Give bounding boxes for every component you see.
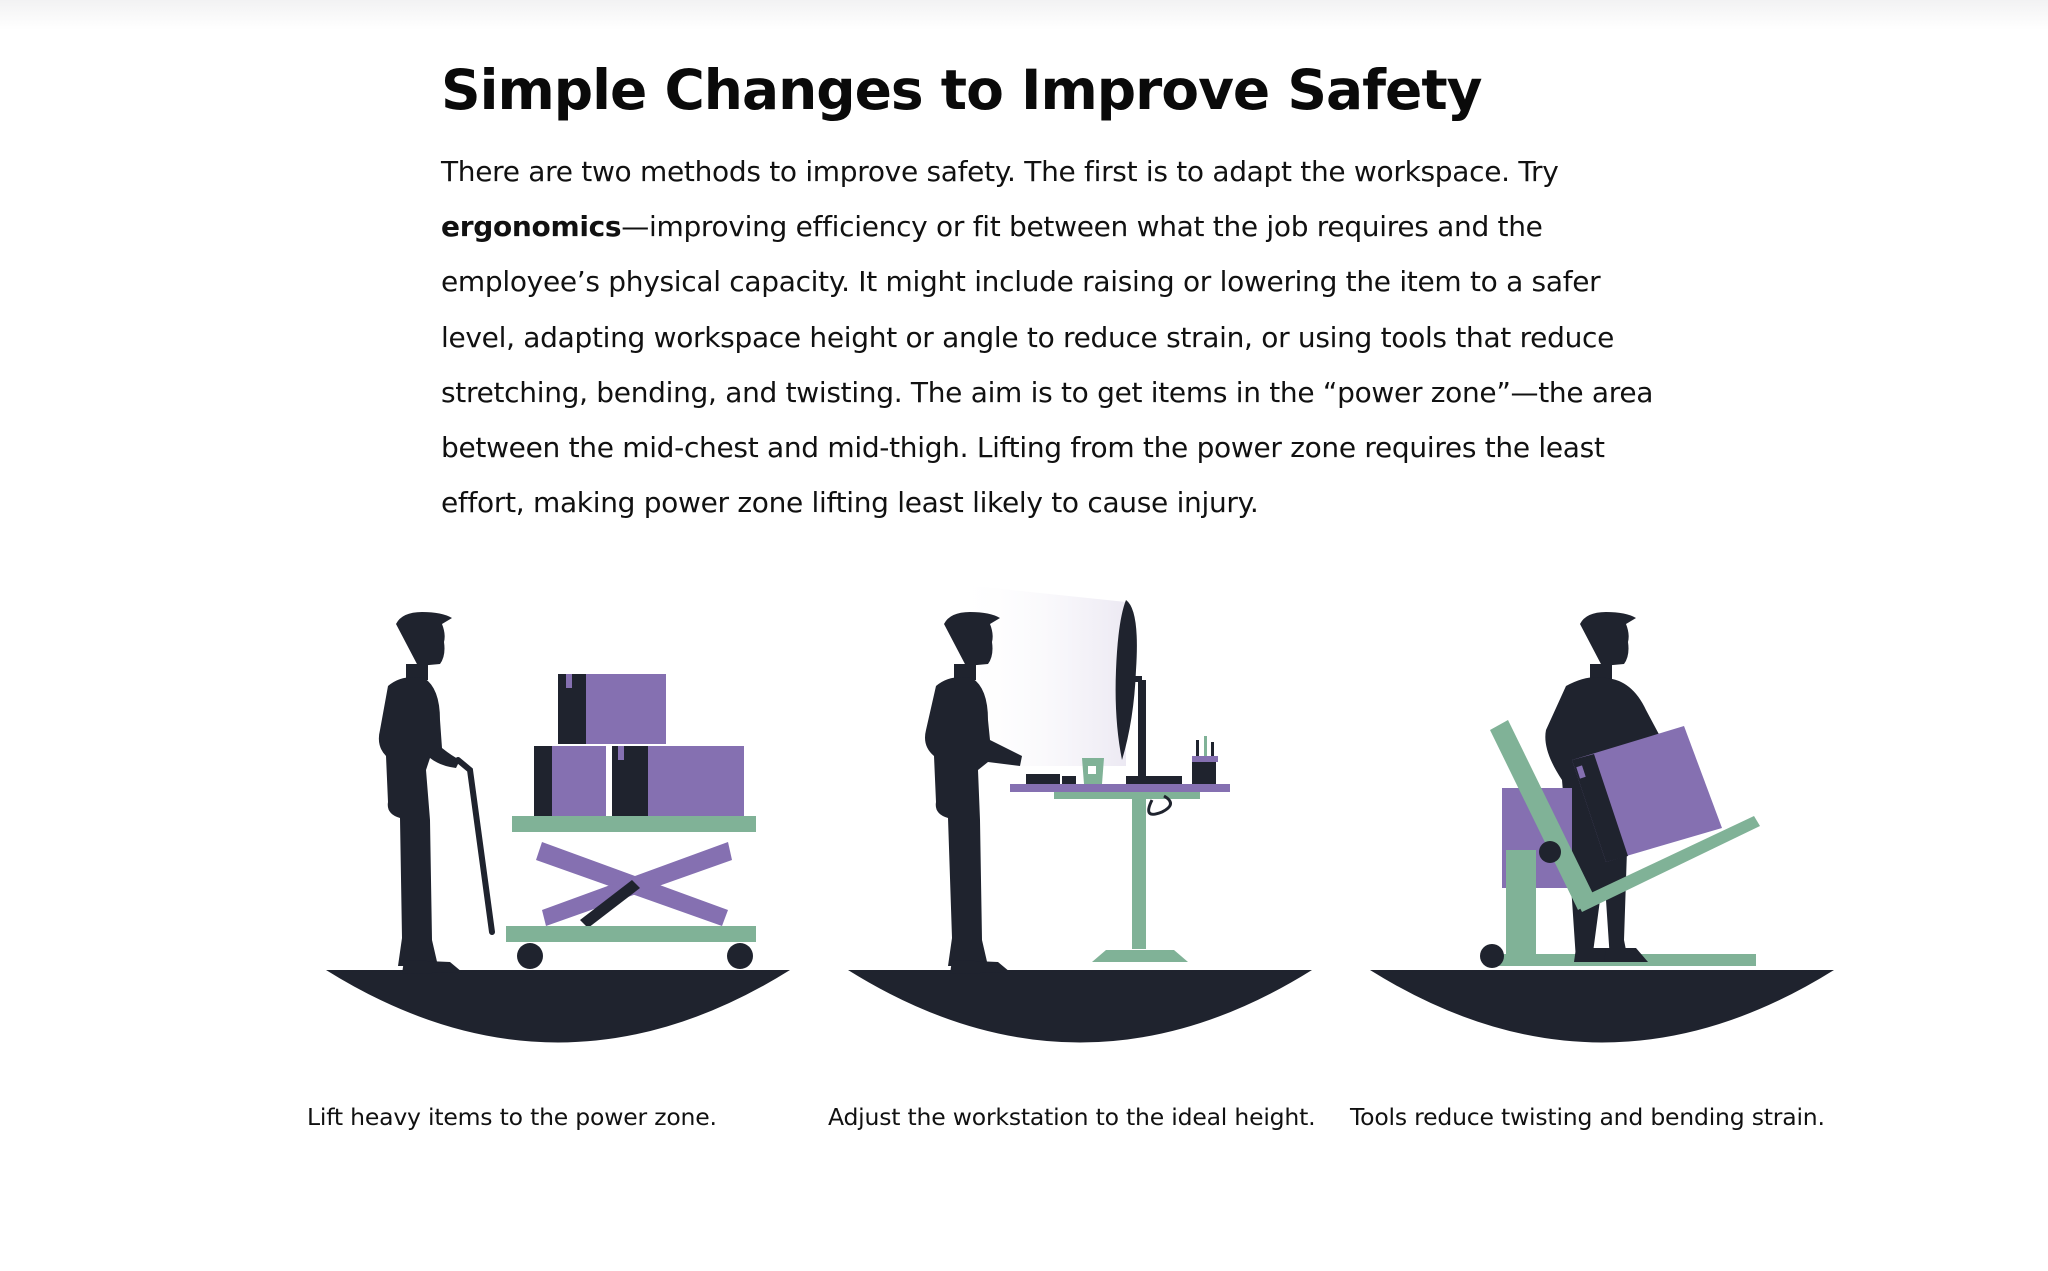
scissor-lift-cart bbox=[506, 816, 756, 969]
ground-mound bbox=[1370, 970, 1834, 1043]
hand-truck-illustration bbox=[1370, 612, 1834, 1043]
worker-silhouette bbox=[378, 612, 462, 974]
standing-desk-illustration bbox=[848, 584, 1312, 1043]
standing-desk bbox=[1010, 784, 1230, 962]
truck-axle bbox=[1539, 841, 1561, 863]
worker-silhouette bbox=[925, 612, 1022, 974]
figure-lift-cart bbox=[322, 570, 802, 1060]
paragraph-intro-text: There are two methods to improve safety.… bbox=[441, 155, 1559, 188]
monitor bbox=[1115, 600, 1182, 784]
pen-holder bbox=[1192, 736, 1218, 784]
intro-paragraph: There are two methods to improve safety.… bbox=[441, 144, 1681, 530]
keyboard bbox=[1026, 774, 1060, 784]
article: Simple Changes to Improve Safety There a… bbox=[441, 52, 1681, 530]
paragraph-body-text: —improving efficiency or fit between wha… bbox=[441, 210, 1654, 520]
page-title: Simple Changes to Improve Safety bbox=[441, 58, 1482, 122]
ground-mound bbox=[326, 970, 790, 1043]
mouse bbox=[1062, 776, 1076, 784]
caption-lift: Lift heavy items to the power zone. bbox=[307, 1103, 717, 1131]
ground-mound bbox=[848, 970, 1312, 1043]
right-shoe bbox=[1604, 948, 1648, 962]
truck-wheel bbox=[1480, 944, 1504, 968]
caption-workstation: Adjust the workstation to the ideal heig… bbox=[828, 1103, 1316, 1131]
held-box bbox=[1572, 726, 1722, 862]
figure-hand-truck bbox=[1366, 570, 1846, 1060]
stacked-boxes bbox=[534, 674, 744, 816]
figure-standing-desk bbox=[844, 570, 1324, 1060]
ergonomics-term: ergonomics bbox=[441, 210, 622, 244]
screen-glow bbox=[954, 584, 1126, 766]
top-fade bbox=[0, 0, 2048, 30]
lift-cart-illustration bbox=[326, 612, 790, 1043]
caption-tools: Tools reduce twisting and bending strain… bbox=[1350, 1103, 1825, 1131]
